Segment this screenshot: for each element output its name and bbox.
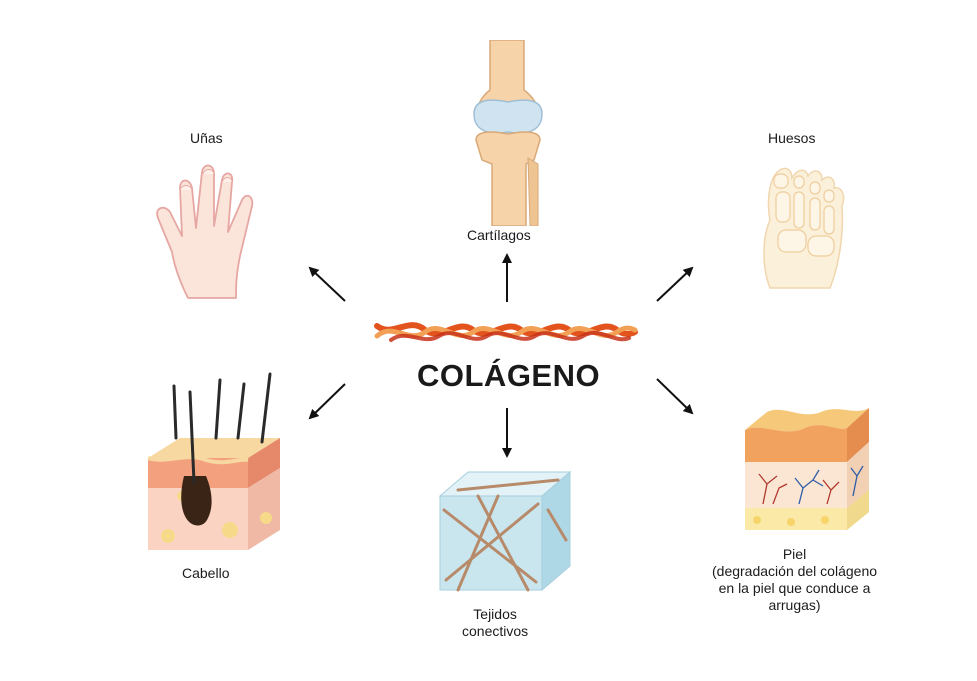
label-piel-line-1: Piel: [782, 546, 807, 562]
arrow-to-cabello: [308, 383, 346, 420]
foot-bones-icon: [763, 167, 845, 289]
knee-joint-icon: [473, 40, 543, 226]
label-cabello: Cabello: [182, 565, 230, 581]
label-unas: Uñas: [190, 130, 223, 146]
arrow-to-huesos: [656, 266, 694, 302]
arrow-to-piel: [656, 378, 694, 415]
label-piel-line-3: en la piel que conduce a: [718, 580, 871, 596]
label-piel-line-4: arrugas): [768, 597, 821, 613]
hair-follicle-icon: [147, 372, 280, 550]
label-huesos: Huesos: [768, 130, 816, 146]
arrow-to-unas: [308, 266, 346, 302]
label-tejidos-line-1: Tejidos: [473, 606, 517, 622]
label-tejidos-line-2: conectivos: [462, 623, 529, 639]
label-piel-line-2: (degradación del colágeno: [712, 563, 878, 579]
label-piel: Piel (degradación del colágeno en la pie…: [712, 546, 877, 614]
connective-tissue-cube-icon: [438, 470, 572, 592]
skin-layers-icon: [745, 408, 869, 530]
hand-icon: [156, 164, 254, 299]
center-title: COLÁGENO: [417, 358, 601, 393]
label-cartilagos: Cartílagos: [467, 227, 531, 243]
label-tejidos: Tejidos conectivos: [462, 606, 528, 640]
collagen-fiber-icon: [374, 322, 638, 342]
